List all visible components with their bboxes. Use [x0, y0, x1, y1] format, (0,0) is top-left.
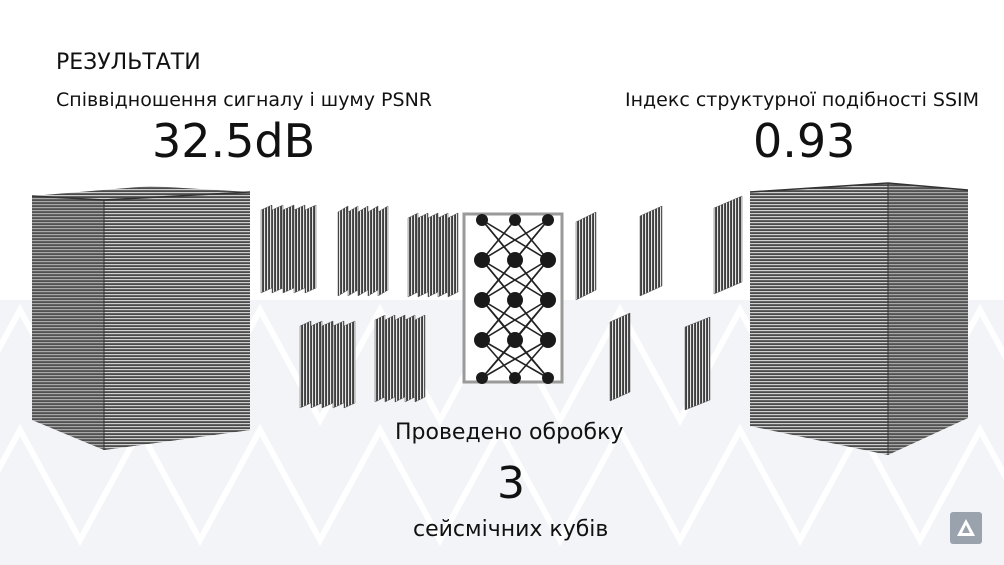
output-cube-icon	[749, 182, 969, 455]
input-cube-icon	[31, 186, 251, 450]
slice-stack-1	[260, 204, 317, 294]
logo-icon	[950, 512, 982, 544]
ssim-value: 0.93	[753, 114, 856, 168]
slide-title: РЕЗУЛЬТАТИ	[56, 50, 201, 75]
slice-stack-5	[374, 314, 426, 403]
slice-stack-2	[337, 205, 389, 297]
output-slices	[575, 195, 743, 411]
psnr-value: 32.5dB	[152, 114, 316, 168]
neural-network-icon	[462, 212, 564, 384]
psnr-label: Співвідношення сигналу і шуму PSNR	[56, 89, 432, 111]
cubes-label: сейсмічних кубів	[413, 517, 609, 542]
cube-count: 3	[497, 458, 525, 509]
processed-label: Проведено обробку	[395, 420, 624, 445]
ssim-label: Індекс структурної подібності SSIM	[625, 89, 980, 111]
slice-stack-3	[407, 212, 459, 298]
slice-stack-4	[299, 320, 356, 409]
